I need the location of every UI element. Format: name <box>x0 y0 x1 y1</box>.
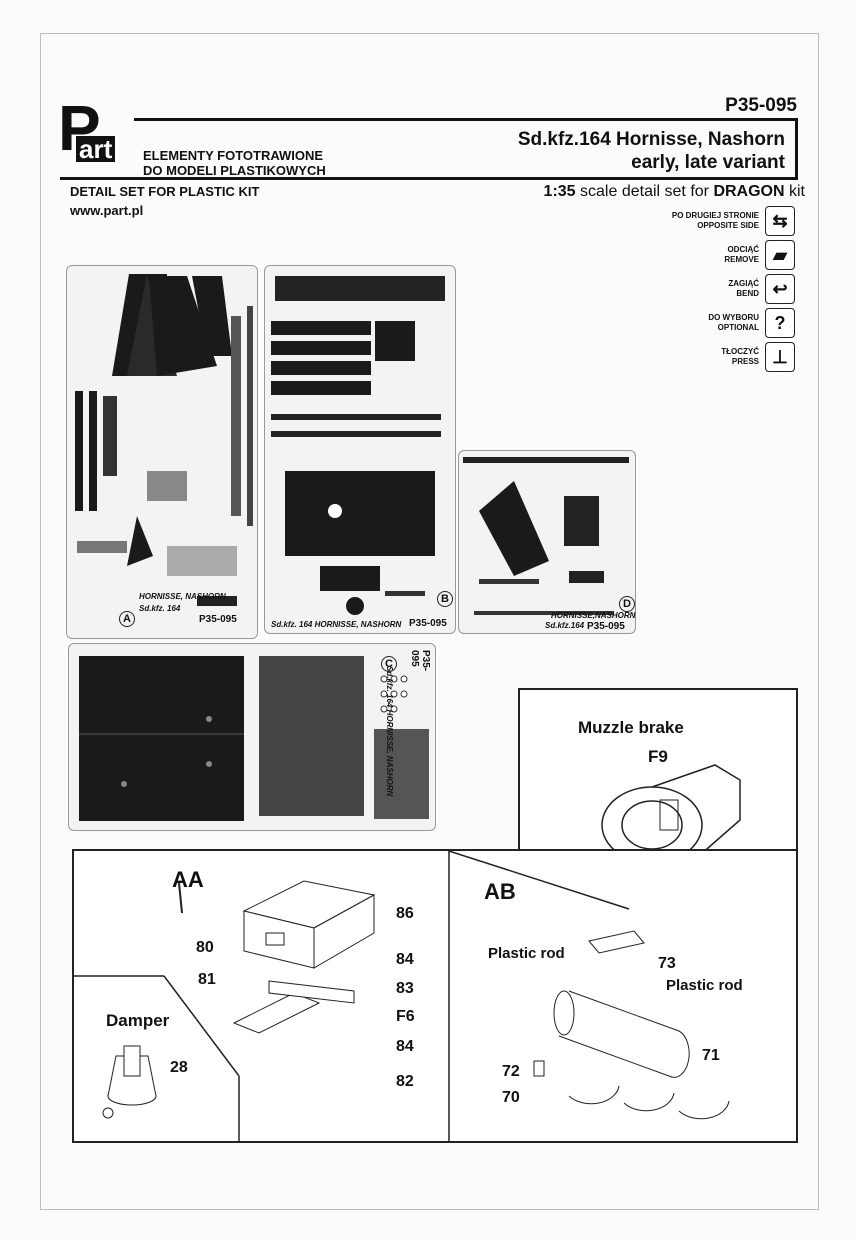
sheet-d-code: P35-095 <box>587 621 625 632</box>
scale-info: 1:35 scale detail set for DRAGON kit <box>544 183 805 201</box>
scale-ratio: 1:35 <box>543 183 576 200</box>
legend-label-pl: ODCIĄĆ <box>727 245 759 254</box>
detail-set-label: DETAIL SET FOR PLASTIC KIT <box>70 184 260 199</box>
header-bottom-rule <box>60 177 797 180</box>
sheet-a-code: P35-095 <box>199 614 237 625</box>
legend-label-pl: DO WYBORU <box>708 313 759 322</box>
sheet-c-parts <box>79 656 429 821</box>
muzzle-brake-title: Muzzle brake <box>578 718 684 737</box>
sheet-d-letter: D <box>619 596 635 612</box>
legend-label-pl: ZAGIĄĆ <box>728 279 759 288</box>
part-logo: P art <box>58 96 130 174</box>
aa-part-83: 83 <box>396 980 414 997</box>
sheet-a-name: HORNISSE, NASHORN <box>139 592 226 601</box>
detail-info: DETAIL SET FOR PLASTIC KIT www.part.pl <box>70 182 259 220</box>
legend-label-pl: TŁOCZYĆ <box>721 347 759 356</box>
sheet-c-letter: C <box>381 656 397 672</box>
scale-text: scale detail set for <box>580 183 709 200</box>
scale-kit: kit <box>789 183 805 200</box>
company-tagline: ELEMENTY FOTOTRAWIONE DO MODELI PLASTIKO… <box>143 148 326 178</box>
sheet-d-parts <box>463 457 629 615</box>
company-line-2: DO MODELI PLASTIKOWYCH <box>143 163 326 178</box>
damper-drawing <box>102 1045 157 1119</box>
optional-icon: ? <box>765 308 795 338</box>
ab-part-71: 71 <box>702 1047 720 1064</box>
aa-assembly-drawing <box>178 880 376 1034</box>
legend-label-en: REMOVE <box>724 255 759 264</box>
legend-label-en: OPPOSITE SIDE <box>697 221 759 230</box>
remove-icon: ▰ <box>765 240 795 270</box>
muzzle-part-f9: F9 <box>648 747 668 766</box>
sheet-b-parts <box>271 276 445 615</box>
sheet-b-name: Sd.kfz. 164 HORNISSE, NASHORN <box>271 620 402 629</box>
fret-sheet-d: HORNISSE,NASHORN Sd.kfz.164 P35-095 D <box>458 450 636 634</box>
aa-part-81: 81 <box>198 971 216 988</box>
sheet-d-name: HORNISSE,NASHORN <box>551 611 636 620</box>
assembly-panel: AA 86 80 81 84 83 F6 84 82 Damper 28 AB … <box>72 849 798 1143</box>
aa-part-80: 80 <box>196 939 214 956</box>
company-line-1: ELEMENTY FOTOTRAWIONE <box>143 148 324 163</box>
ab-assembly-drawing <box>533 930 730 1120</box>
aa-part-f6: F6 <box>396 1008 415 1025</box>
aa-part-84-bottom: 84 <box>396 1038 414 1055</box>
sheet-a-letter: A <box>119 611 135 627</box>
section-ab-label: AB <box>484 879 516 904</box>
page-border <box>40 33 819 1210</box>
sheet-a-name-2: Sd.kfz. 164 <box>139 604 181 613</box>
ab-part-72: 72 <box>502 1063 520 1080</box>
header-right-rule <box>795 118 798 180</box>
sheet-b-letter: B <box>437 591 453 607</box>
product-title: Sd.kfz.164 Hornisse, Nashorn early, late… <box>518 128 785 174</box>
header-top-rule <box>134 118 797 121</box>
product-code: P35-095 <box>725 95 797 116</box>
opposite-side-icon: ⇆ <box>765 206 795 236</box>
logo-art: art <box>76 136 116 162</box>
title-line-2: early, late variant <box>631 152 785 173</box>
sheet-b-code: P35-095 <box>409 618 447 629</box>
title-line-1: Sd.kfz.164 Hornisse, Nashorn <box>517 129 785 150</box>
legend-label-pl: PO DRUGIEJ STRONIE <box>671 211 759 220</box>
aa-part-84-top: 84 <box>396 951 414 968</box>
plastic-rod-label-1: Plastic rod <box>488 945 565 962</box>
legend-label-en: OPTIONAL <box>717 323 759 332</box>
fret-sheet-a: HORNISSE, NASHORN Sd.kfz. 164 P35-095 A <box>66 265 258 639</box>
section-aa-label: AA <box>172 867 204 892</box>
damper-part-28: 28 <box>170 1059 188 1076</box>
bend-icon: ↩ <box>765 274 795 304</box>
aa-part-86: 86 <box>396 905 414 922</box>
website-link[interactable]: www.part.pl <box>70 203 144 218</box>
fret-sheet-b: Sd.kfz. 164 HORNISSE, NASHORN P35-095 B <box>264 265 456 634</box>
legend-label-en: BEND <box>736 289 759 298</box>
ab-part-70: 70 <box>502 1089 520 1106</box>
ab-part-73: 73 <box>658 955 676 972</box>
sheet-c-code: P35-095 <box>409 650 431 672</box>
press-icon: ⊥ <box>765 342 795 372</box>
aa-part-82: 82 <box>396 1073 414 1090</box>
muzzle-brake-drawing <box>601 764 741 864</box>
damper-label: Damper <box>106 1011 170 1030</box>
legend-label-en: PRESS <box>731 357 759 366</box>
plastic-rod-label-2: Plastic rod <box>666 977 743 994</box>
panel-dividers <box>74 851 630 1141</box>
sheet-d-name-2: Sd.kfz.164 <box>545 621 585 630</box>
scale-brand: DRAGON <box>713 183 785 200</box>
fret-sheet-c: Sd.kfz. 164 HORNISSE, NASHORN P35-095 C <box>68 643 436 831</box>
sheet-a-parts <box>75 274 253 606</box>
sheet-c-name: Sd.kfz. 164 HORNISSE, NASHORN <box>385 666 394 797</box>
